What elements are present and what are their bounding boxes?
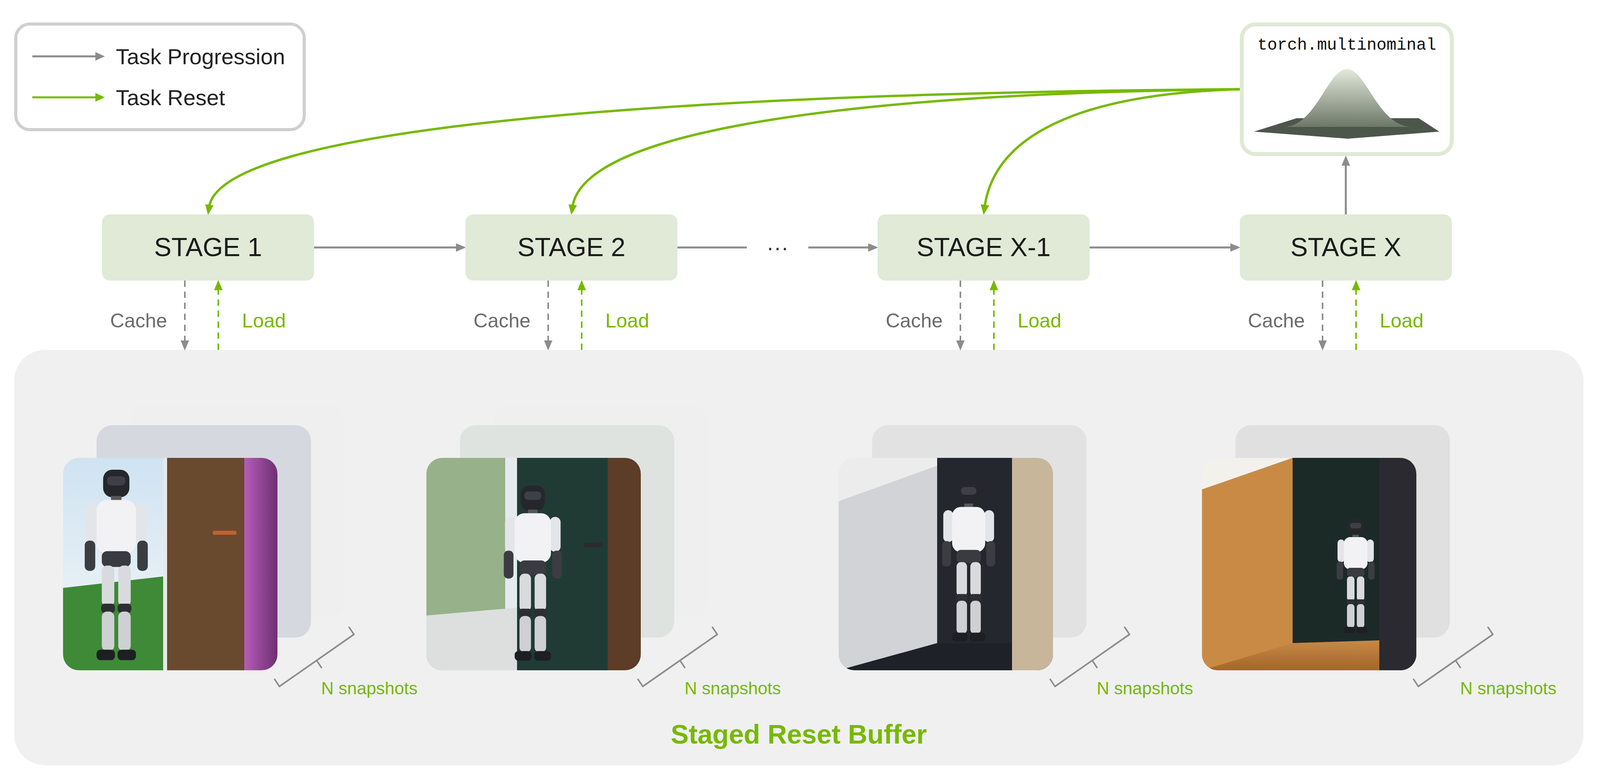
snapshot-stack-part-part (1201, 457, 1417, 671)
legend-sample-line (32, 55, 97, 58)
connector-arrow (184, 280, 186, 343)
connector-arrow (984, 89, 1240, 208)
snapshot-stack-part-part (838, 465, 938, 671)
connector-arrow (1345, 163, 1347, 215)
snapshot-stack-part-part (426, 457, 641, 671)
snapshot-stack-part-part (1336, 519, 1375, 634)
snapshot-stack-part-part (426, 607, 518, 671)
legend-text: Task Progression (115, 43, 286, 70)
connector-arrow (217, 287, 220, 350)
edge-label: Load (1379, 309, 1424, 333)
snapshot-stack-part-part (1292, 457, 1380, 644)
snapshot-stack-part-part (163, 457, 168, 671)
snapshot-count-label: N snapshots (1460, 678, 1557, 699)
gaussian-surface-part (1284, 68, 1411, 127)
snapshot-stack (838, 404, 1120, 671)
legend-box: Task ProgressionTask Reset (14, 22, 306, 132)
snapshot-stack-part (838, 457, 1054, 671)
connector-arrow (1355, 287, 1357, 350)
snapshot-stack (426, 404, 708, 671)
legend-row: Task Progression (30, 35, 286, 77)
snapshot-stack-part-part (244, 457, 278, 671)
edge-label: Cache (885, 309, 943, 333)
snapshot-stack-part (63, 457, 278, 671)
edge-label: Cache (109, 309, 168, 333)
snapshot-count-label: N snapshots (1096, 678, 1194, 699)
snapshot-stack-part-part (838, 457, 1054, 671)
legend-sample-line (32, 96, 97, 99)
stage-box: STAGE X (1239, 214, 1452, 281)
snapshot-stack (63, 404, 345, 671)
snapshot-stack-part-part (584, 542, 603, 548)
snapshot-stack-part-part (1201, 457, 1293, 671)
snapshot-stack-part-part (1012, 457, 1054, 671)
buffer-panel: Staged Reset Buffer (14, 349, 1584, 766)
gaussian-surface (1253, 68, 1440, 139)
edge-label: Load (241, 309, 286, 333)
connector-arrow (547, 280, 549, 343)
legend-sample-head (95, 52, 105, 61)
stage-box: STAGE X-1 (877, 214, 1090, 281)
snapshot-bracket-part (1050, 627, 1130, 687)
snapshot-stack-part-part (942, 481, 996, 642)
snapshot-stack-part-part (167, 457, 245, 671)
legend-sample (30, 50, 106, 63)
node-text: STAGE 1 (154, 232, 263, 263)
snapshot-stack-part-part (937, 457, 1013, 644)
legend-sample-head (95, 93, 105, 102)
sampler-box: torch.multinominal (1239, 22, 1454, 157)
snapshot-stack-part-part (607, 457, 641, 671)
snapshot-stack-part-part (212, 530, 237, 535)
edge-label: Load (605, 309, 650, 333)
connector-arrow (208, 89, 1240, 208)
stage-box: STAGE 2 (465, 214, 678, 281)
snapshot-count-label: N snapshots (684, 678, 782, 699)
connector-arrow (959, 280, 962, 343)
edge-label: Cache (1247, 309, 1305, 333)
legend-sample (30, 91, 106, 104)
buffer-panel-fill (14, 349, 1584, 766)
edge-label: ··· (746, 234, 809, 261)
legend-row: Task Reset (30, 76, 286, 118)
legend-text: Task Reset (115, 84, 226, 111)
snapshot-stack (1201, 404, 1484, 671)
connector-arrow (314, 246, 459, 249)
snapshot-stack-part-part (1379, 457, 1417, 671)
snapshot-bracket-part (274, 627, 354, 687)
connector-arrow (1089, 246, 1233, 249)
stage-box: STAGE 1 (102, 214, 315, 281)
connector-arrow (1321, 280, 1324, 343)
snapshot-bracket (274, 627, 1493, 687)
edge-label: Load (1017, 309, 1062, 333)
connector-arrow (580, 287, 583, 350)
snapshot-stack-part (426, 457, 641, 671)
snapshot-bracket-part (1413, 627, 1493, 687)
node-text: Staged Reset Buffer (670, 718, 927, 750)
connector-arrow (993, 287, 995, 350)
snapshot-count-label: N snapshots (321, 678, 418, 699)
edge-label: Cache (473, 309, 531, 333)
node-text: STAGE X (1290, 232, 1401, 263)
connector-arrow (572, 89, 1240, 208)
snapshot-stack-part-part (63, 457, 278, 671)
snapshot-stack-part-part (503, 485, 562, 661)
snapshot-stack-part (1201, 457, 1417, 671)
node-text: torch.multinominal (1257, 35, 1437, 55)
snapshot-stack-part-part (84, 469, 148, 661)
node-text: STAGE X-1 (916, 232, 1051, 263)
snapshot-bracket-part (638, 627, 718, 687)
node-text: STAGE 2 (517, 232, 626, 263)
